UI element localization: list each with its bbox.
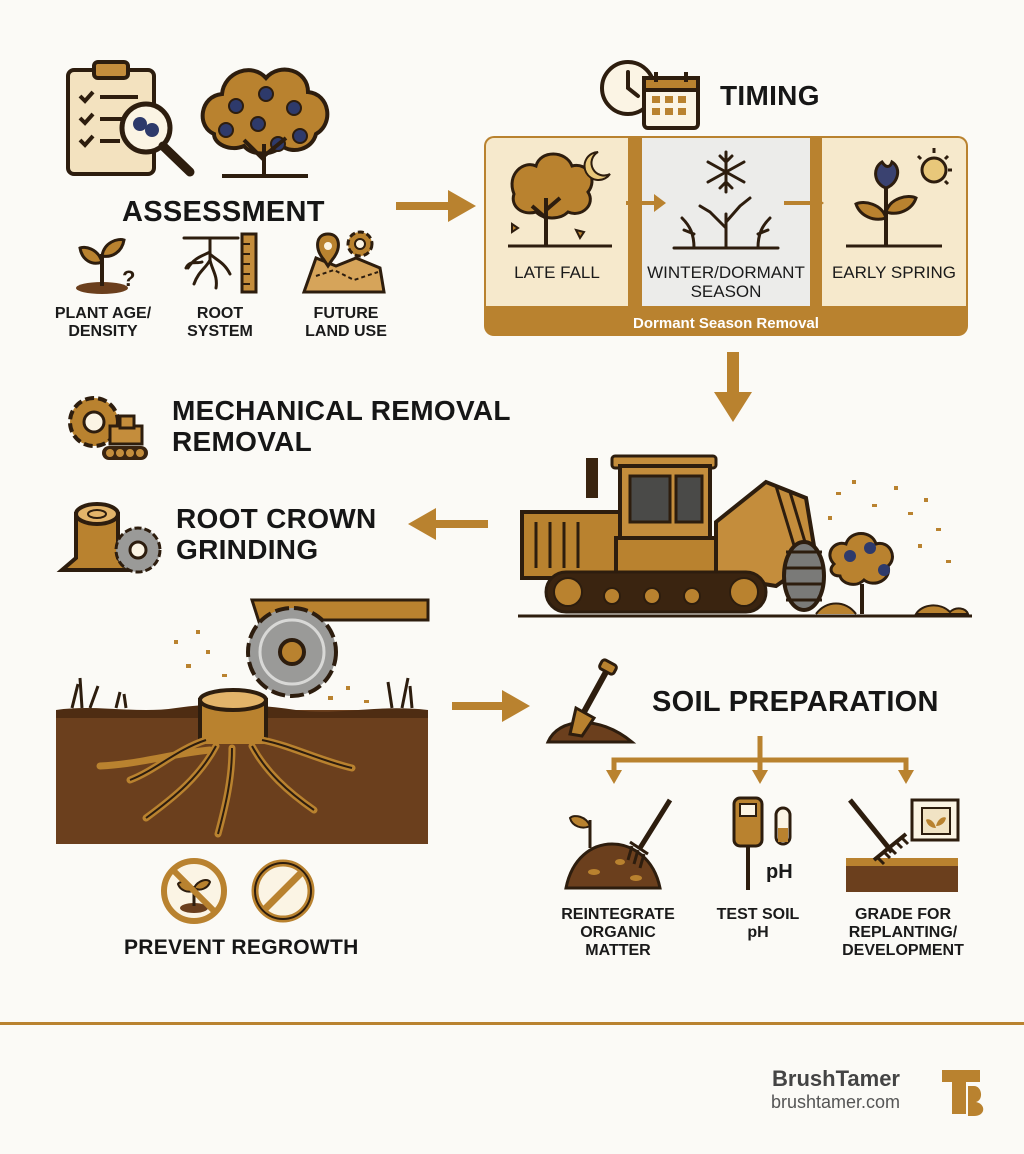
- snowflake-branches-icon: [672, 150, 780, 250]
- stump-saw-icon: [56, 502, 162, 574]
- soil-ph-meter-icon: pH: [732, 796, 793, 890]
- autumn-tree-moon-icon: [508, 151, 612, 248]
- arrow-left-icon: [408, 508, 488, 540]
- clock-calendar-icon: [600, 60, 700, 130]
- clipboard-magnifier-icon: [66, 60, 195, 177]
- arrow-right-small-icon: [626, 194, 666, 212]
- map-pin-gear-icon: [301, 230, 386, 294]
- dormant-band-label: Dormant Season Removal: [633, 315, 819, 332]
- brand-url[interactable]: brushtamer.com: [770, 1092, 900, 1112]
- season-label-spring: EARLY SPRING: [831, 263, 957, 282]
- plant-age-label: PLANT AGE/DENSITY: [54, 305, 152, 340]
- arrow-right-icon: [396, 190, 476, 222]
- blueberry-bush-icon: [200, 67, 330, 178]
- timing-title: TIMING: [720, 80, 820, 111]
- svg-text:?: ?: [122, 266, 135, 291]
- seedling-question-icon: ?: [76, 238, 135, 294]
- prevent-regrowth-title: PREVENT REGROWTH: [124, 936, 359, 959]
- prohibited-icon: [251, 859, 315, 923]
- no-seedling-icon: [161, 858, 227, 924]
- ph-text: pH: [766, 861, 793, 883]
- gear-bulldozer-icon: [68, 396, 148, 460]
- season-label-late-fall: LATE FALL: [514, 263, 600, 282]
- brand-name: BrushTamer: [772, 1066, 900, 1091]
- root-ruler-icon: [182, 232, 258, 294]
- arrow-right-small-icon: [784, 194, 824, 212]
- rake-plan-icon: [846, 798, 960, 892]
- stump-grinding-illustration: [56, 598, 430, 844]
- arrow-down-icon: [714, 352, 752, 422]
- branch-arrows: [606, 736, 914, 784]
- soil-preparation-title: SOIL PREPARATION: [652, 686, 939, 718]
- forestry-mulcher-illustration: [518, 454, 972, 618]
- shovel-soil-icon: [545, 658, 637, 744]
- brushtamer-logo: [942, 1070, 984, 1116]
- bud-sun-icon: [846, 148, 952, 248]
- arrow-right-icon: [452, 690, 530, 722]
- assessment-title: ASSESSMENT: [122, 196, 325, 228]
- compost-pitchfork-icon: [564, 798, 673, 890]
- footer-divider: [0, 1022, 1024, 1025]
